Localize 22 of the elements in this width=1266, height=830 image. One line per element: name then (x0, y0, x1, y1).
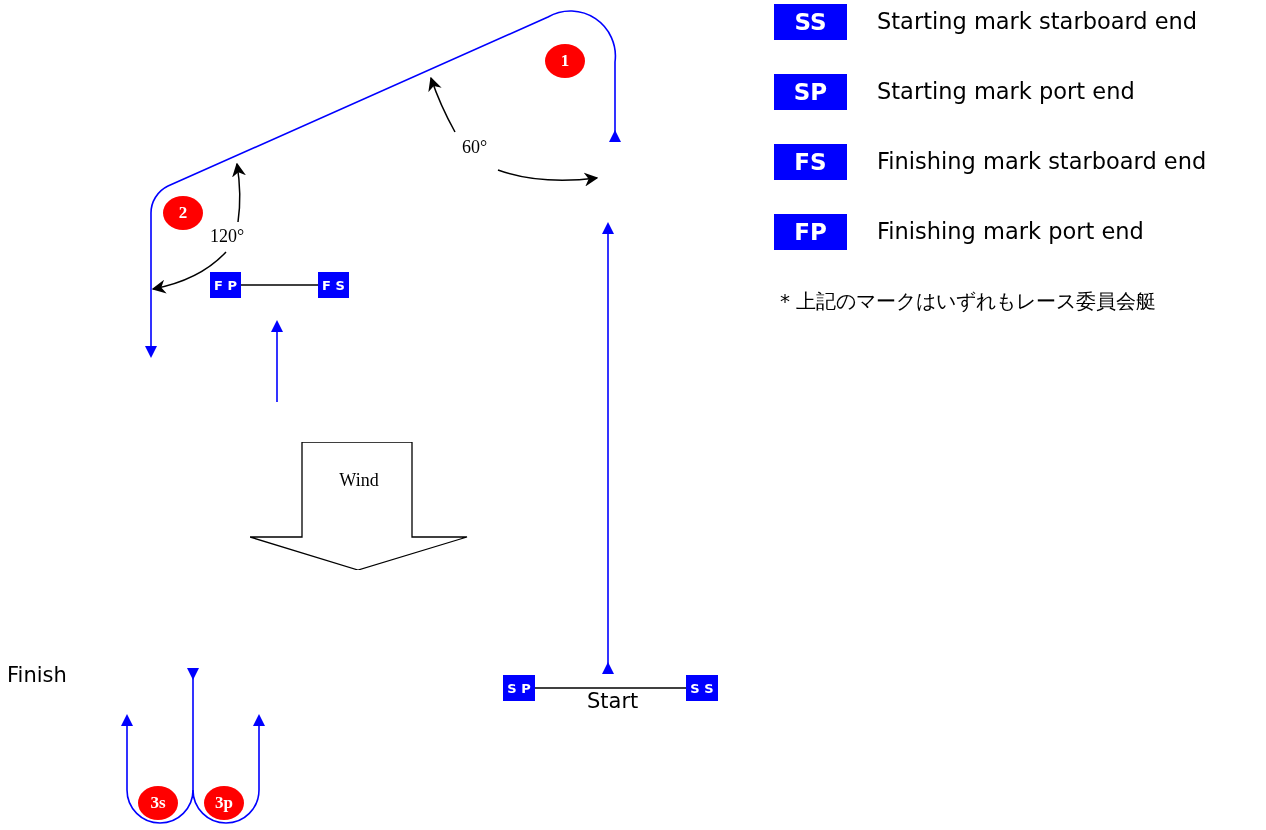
rounding-mark: 3s (138, 786, 178, 820)
rounding-mark: 2 (163, 196, 203, 230)
start-finish-line (534, 687, 687, 689)
legend-key: SS (774, 4, 847, 40)
rounding-mark: 3p (204, 786, 244, 820)
legend-text: Finishing mark starboard end (877, 148, 1207, 174)
legend-text: Starting mark port end (877, 78, 1135, 104)
legend-text: Finishing mark port end (877, 218, 1144, 244)
start-finish-line (240, 284, 319, 286)
note-text: * 上記のマークはいずれもレース委員会艇 (780, 288, 1157, 315)
legend-key: FS (774, 144, 847, 180)
legend-key: SP (774, 74, 847, 110)
legend-text: Starting mark starboard end (877, 8, 1198, 34)
committee-boat-mark: F S (318, 272, 349, 298)
committee-boat-mark: S S (686, 675, 718, 701)
committee-boat-mark: S P (503, 675, 535, 701)
legend-key: FP (774, 214, 847, 250)
rounding-mark: 1 (545, 44, 585, 78)
start-label: Start (587, 689, 639, 713)
finish-label: Finish (7, 663, 67, 687)
wind-label: Wind (339, 470, 379, 491)
committee-boat-mark: F P (210, 272, 241, 298)
